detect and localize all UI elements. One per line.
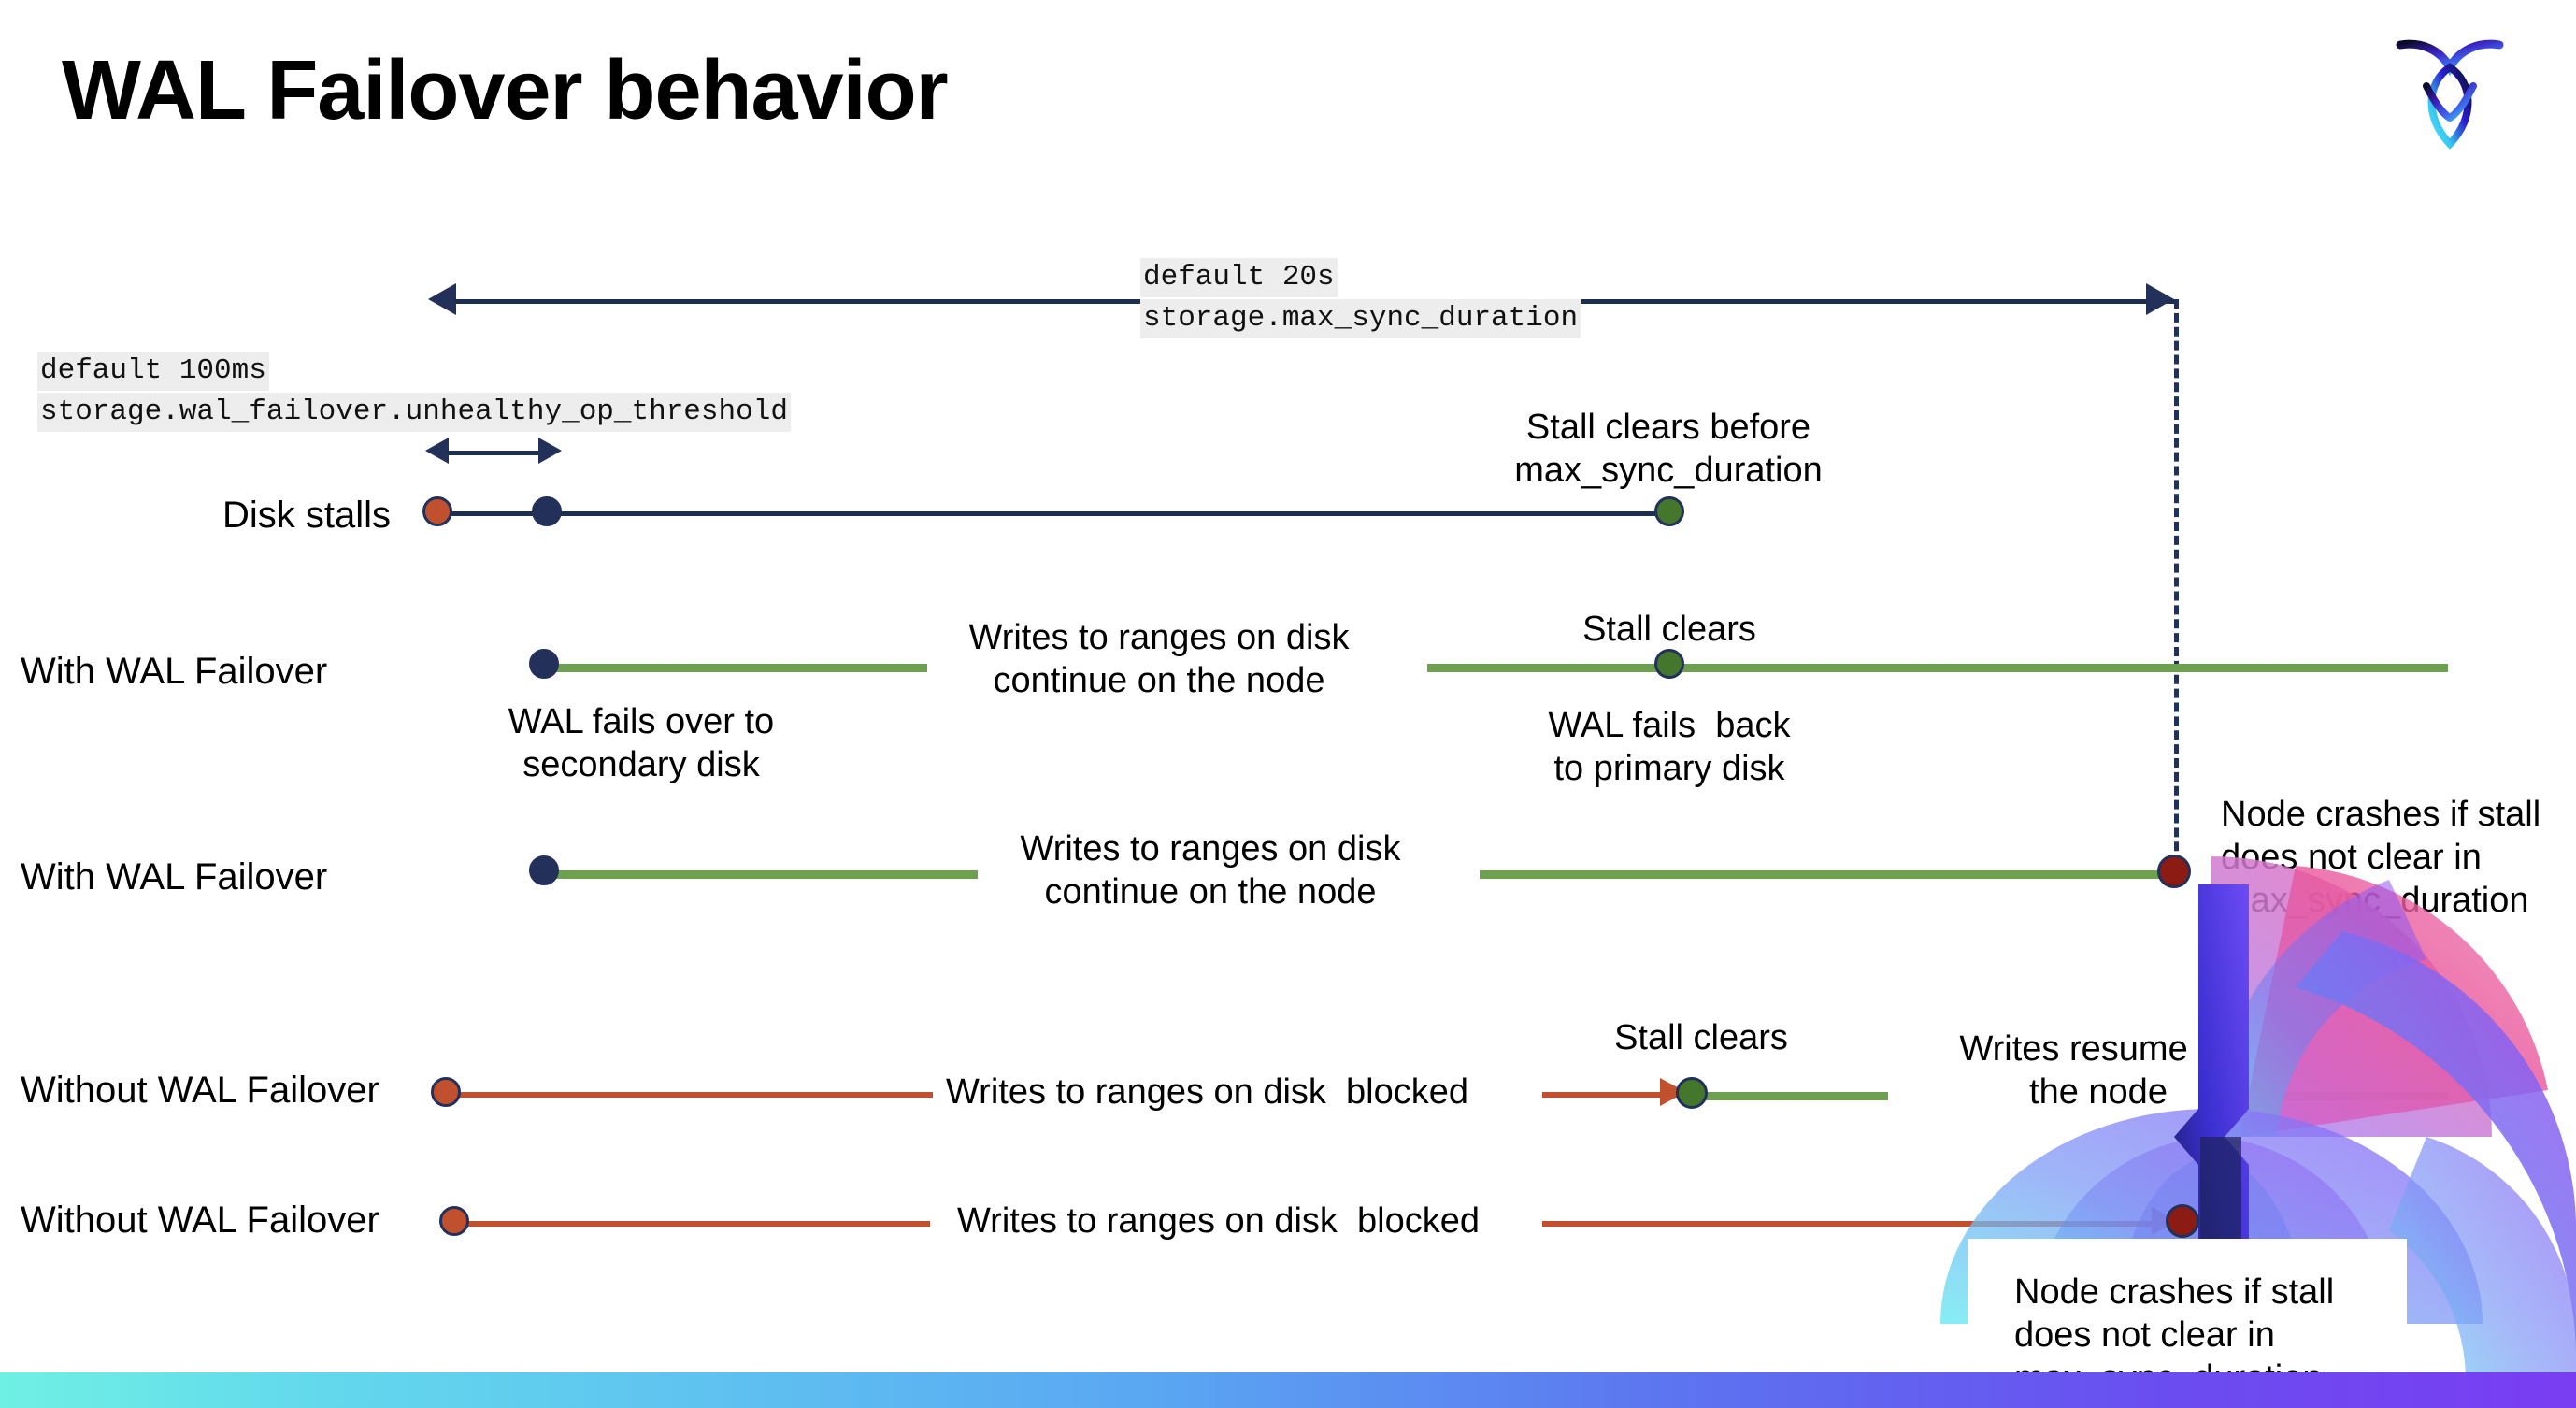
writes-resume-note-line2: the node bbox=[2029, 1072, 2168, 1112]
with-failover-2-segment-a bbox=[540, 870, 978, 879]
unhealthy-arrow-left-head bbox=[425, 438, 449, 464]
row-label-disk-stalls: Disk stalls bbox=[222, 495, 392, 536]
stall-clears-before-note-line1: Stall clears before bbox=[1525, 408, 1811, 447]
with-failover-2-segment-b bbox=[1480, 870, 2181, 879]
with-failover-2-failover-dot bbox=[529, 855, 559, 885]
unhealthy-default-label: default 100ms bbox=[37, 352, 269, 391]
page-title: WAL Failover behavior bbox=[62, 44, 949, 137]
without-failover-1-clear-dot bbox=[1676, 1077, 1708, 1109]
unhealthy-span-line bbox=[447, 451, 540, 455]
writes-continue-note-1-line1: Writes to ranges on disk bbox=[968, 618, 1350, 657]
stall-clears-before-note-line2: max_sync_duration bbox=[1514, 451, 1823, 490]
writes-continue-note-2-line2: continue on the node bbox=[1044, 872, 1377, 912]
wal-fails-back-note-line2: to primary disk bbox=[1553, 749, 1785, 788]
disk-stalls-timeline bbox=[437, 511, 1677, 516]
node-crashes-note-b-line1: Node crashes if stall bbox=[2014, 1272, 2335, 1312]
cockroachdb-logo-icon bbox=[2396, 39, 2504, 150]
row-label-without-failover-1: Without WAL Failover bbox=[21, 1070, 379, 1111]
stall-clears-note-2: Stall clears bbox=[1614, 1018, 1788, 1057]
without-failover-2-blocked-a bbox=[455, 1221, 930, 1227]
wal-fails-over-note-line1: WAL fails over to bbox=[508, 702, 775, 741]
node-crashes-note-a-line1: Node crashes if stall bbox=[2221, 795, 2541, 834]
writes-continue-note-2-line1: Writes to ranges on disk bbox=[1020, 829, 1401, 869]
with-failover-1-segment-b bbox=[1427, 664, 2448, 672]
max-sync-guideline bbox=[2174, 299, 2179, 879]
without-failover-2-crash-dot bbox=[2166, 1204, 2199, 1238]
without-failover-1-blocked-b bbox=[1542, 1092, 1678, 1098]
with-failover-1-failover-dot bbox=[529, 649, 559, 679]
without-failover-1-blocked-a bbox=[447, 1092, 933, 1098]
max-sync-arrow-right-head bbox=[2146, 283, 2174, 315]
max-sync-default-label: default 20s bbox=[1140, 258, 1338, 297]
without-failover-2-blocked-b bbox=[1542, 1221, 2168, 1227]
wal-fails-over-note-line2: secondary disk bbox=[522, 745, 760, 784]
row-label-with-failover-1: With WAL Failover bbox=[21, 651, 328, 692]
row-label-with-failover-2: With WAL Failover bbox=[21, 856, 328, 898]
row-label-without-failover-2: Without WAL Failover bbox=[21, 1200, 379, 1241]
without-failover-1-resume-b bbox=[2281, 1092, 2449, 1100]
wal-fails-back-note-line1: WAL fails back bbox=[1548, 706, 1791, 745]
with-failover-1-segment-a bbox=[540, 664, 927, 672]
max-sync-setting-label: storage.max_sync_duration bbox=[1140, 299, 1581, 338]
without-failover-1-resume-a bbox=[1701, 1092, 1888, 1100]
without-failover-1-start-dot bbox=[431, 1077, 461, 1107]
writes-resume-note-line1: Writes resume on bbox=[1959, 1029, 2238, 1069]
unhealthy-setting-label: storage.wal_failover.unhealthy_op_thresh… bbox=[37, 393, 791, 432]
bottom-gradient-bar bbox=[0, 1372, 2576, 1408]
max-sync-arrow-left-head bbox=[428, 283, 456, 315]
with-failover-1-clear-dot bbox=[1654, 649, 1684, 679]
disk-stalls-clear-dot bbox=[1654, 496, 1684, 526]
writes-continue-note-1-line2: continue on the node bbox=[993, 661, 1325, 700]
disk-stalls-failover-dot bbox=[532, 496, 562, 526]
unhealthy-arrow-right-head bbox=[538, 438, 562, 464]
without-failover-2-start-dot bbox=[439, 1206, 469, 1236]
node-crashes-note-a-line2: does not clear in bbox=[2221, 838, 2482, 877]
node-crashes-note-b-line2: does not clear in bbox=[2014, 1315, 2275, 1355]
node-crashes-note-a-line3: max_sync_duration bbox=[2221, 881, 2529, 920]
disk-stalls-start-dot bbox=[422, 496, 452, 526]
stall-clears-note-1: Stall clears bbox=[1582, 610, 1756, 649]
writes-blocked-note-2: Writes to ranges on disk blocked bbox=[957, 1201, 1481, 1241]
with-failover-2-crash-dot bbox=[2157, 855, 2191, 888]
writes-blocked-note-1: Writes to ranges on disk blocked bbox=[946, 1072, 1469, 1112]
